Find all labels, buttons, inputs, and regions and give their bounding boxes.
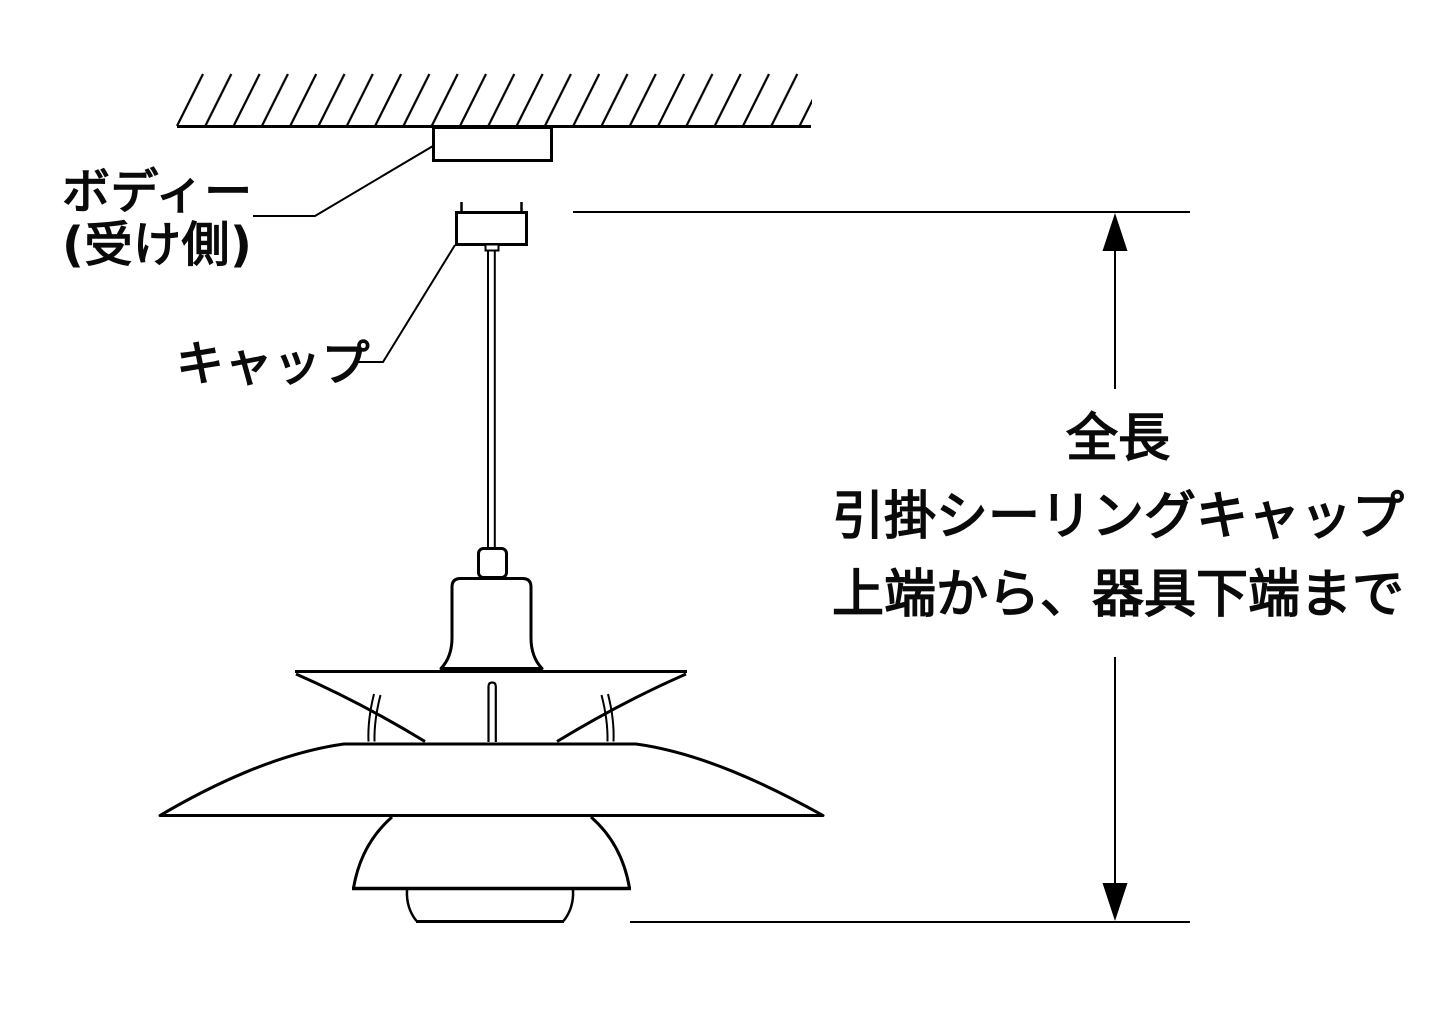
dimension-lines [573, 211, 1190, 923]
suspension-rod [487, 250, 496, 549]
ceiling-body-rect [432, 126, 553, 162]
main-shade [158, 742, 825, 817]
inner-shade-fin-right [600, 693, 615, 742]
top-shade-profile-left [295, 672, 426, 743]
dimension-note-line1: 全長 [1065, 409, 1170, 469]
cap-collar [484, 243, 500, 252]
label-ceiling-body: ボディー (受け側) [62, 166, 253, 272]
label-cap: キャップ [176, 336, 371, 392]
socket-housing [439, 577, 544, 670]
label-ceiling-body-line2: (受け側) [62, 217, 253, 273]
middle-shade [352, 815, 631, 891]
inner-shade-fin-left [367, 693, 382, 742]
ceiling-hatch [176, 73, 812, 127]
label-ceiling-body-line1: ボディー [62, 164, 253, 220]
lamp-socket [439, 547, 544, 670]
body-leader-line [253, 145, 434, 217]
dimension-note-line3: 上端から、器具下端まで [831, 565, 1404, 625]
bottom-shade [405, 889, 575, 923]
dimension-arrowhead-down [1102, 883, 1128, 921]
ceiling [176, 73, 812, 162]
hanging-cap [455, 202, 528, 252]
dimension-note-line2: 引掛シーリングキャップ [831, 487, 1404, 547]
rod-connector [477, 547, 508, 579]
top-shade [295, 670, 687, 743]
dimension-note: 全長 引掛シーリングキャップ 上端から、器具下端まで [818, 400, 1418, 634]
top-shade-profile-right [556, 672, 687, 743]
cap-leader-line [357, 244, 456, 363]
cap-rect [455, 211, 528, 246]
dimension-arrowhead-up [1102, 213, 1128, 251]
center-stem [487, 681, 497, 742]
